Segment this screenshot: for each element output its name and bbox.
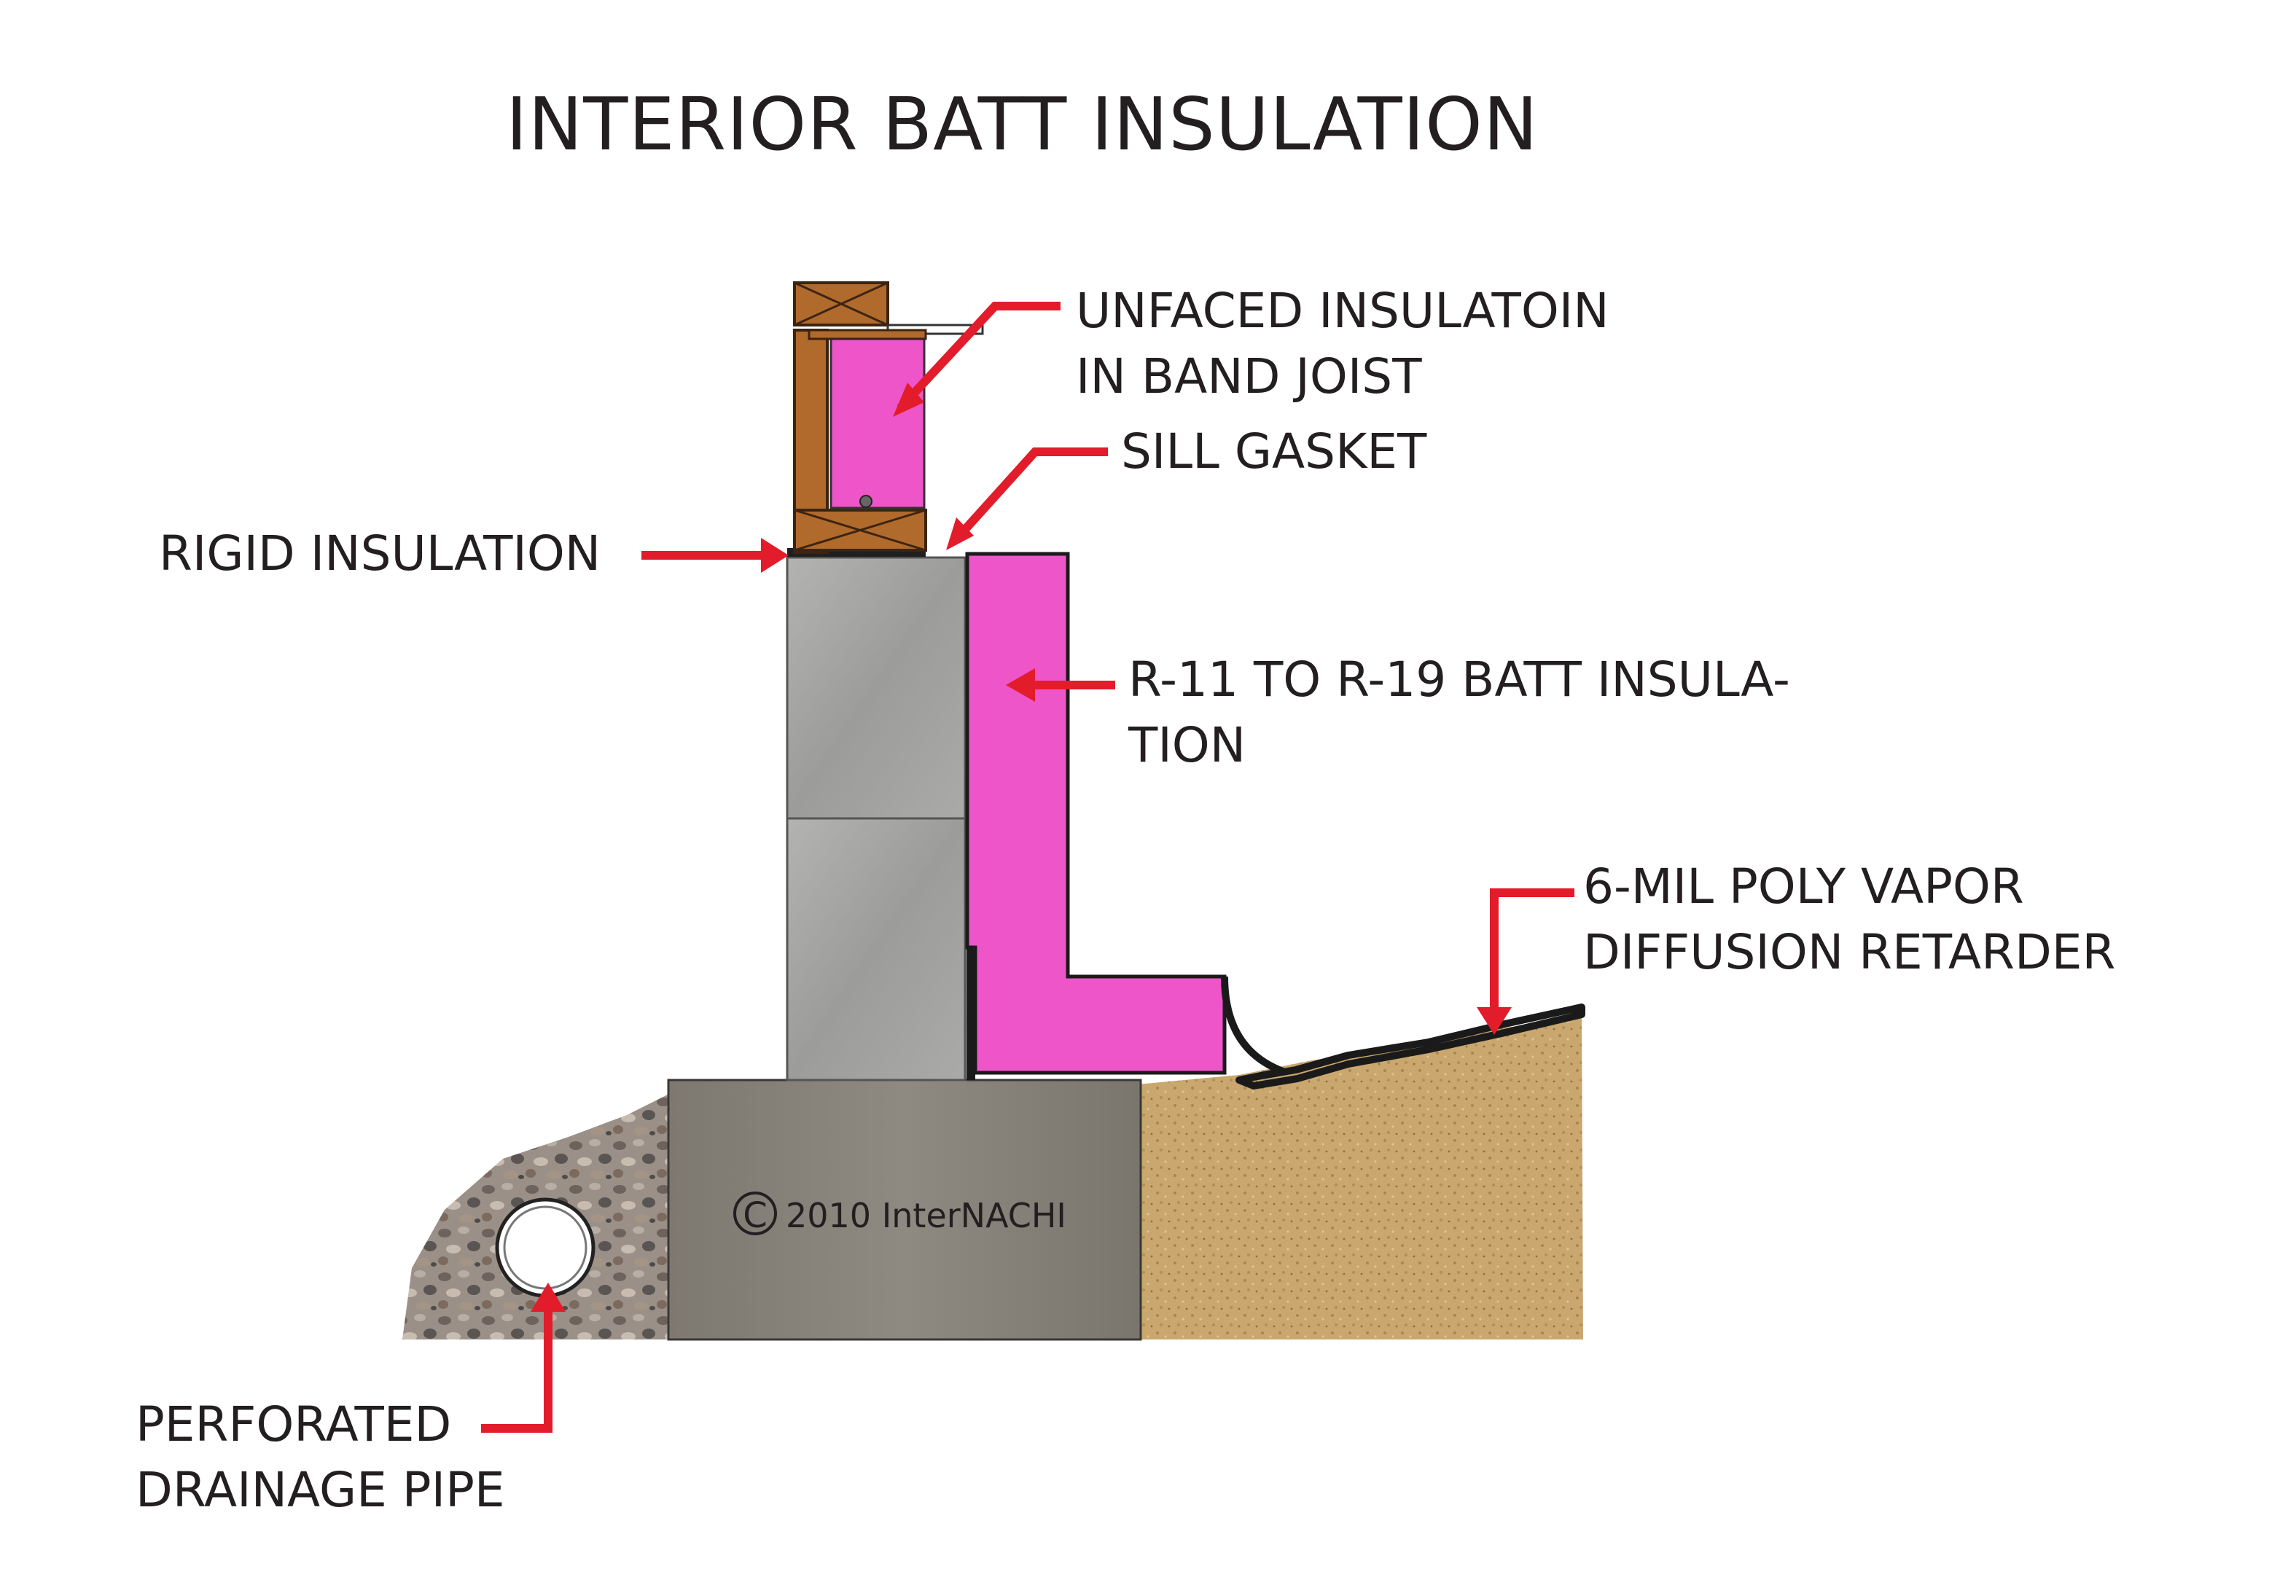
label-line: UNFACED INSULATOIN [1076, 283, 1609, 339]
label-batt-insulation: R-11 TO R-19 BATT INSULA- TION [1128, 647, 1790, 778]
label-sill-gasket: SILL GASKET [1121, 419, 1426, 485]
concrete-block-lower [786, 817, 967, 1081]
label-line: R-11 TO R-19 BATT INSULA- [1128, 652, 1790, 708]
soil [1137, 1013, 1583, 1339]
drain-arrowhead [531, 1283, 566, 1312]
drainage-pipe [495, 1197, 596, 1298]
sill-gasket-arrow [951, 447, 1108, 544]
label-line: DIFFUSION RETARDER [1583, 924, 2116, 980]
batt-insulation [965, 552, 1227, 1075]
label-line: IN BAND JOIST [1076, 348, 1422, 404]
vapor-arrow [1490, 888, 1574, 1020]
diagram-title: INTERIOR BATT INSULATION [506, 82, 1539, 167]
copyright-text: 2010 InterNACHI [786, 1196, 1066, 1235]
label-unfaced-insulation: UNFACED INSULATOIN IN BAND JOIST [1076, 278, 1609, 410]
label-vapor-retarder: 6-MIL POLY VAPOR DIFFUSION RETARDER [1583, 854, 2115, 985]
unfaced-arrowhead [893, 383, 924, 417]
concrete-block-upper [786, 556, 967, 820]
label-drainage-pipe: PERFORATED DRAINAGE PIPE [136, 1392, 505, 1523]
arrows [481, 302, 1574, 1433]
sill-gasket-arrowhead [946, 517, 974, 550]
label-rigid-insulation: RIGID INSULATION [159, 521, 601, 587]
batt-arrowhead [1006, 668, 1035, 702]
vapor-retarder [1221, 976, 1585, 1090]
copyright-symbol: C [743, 1195, 768, 1236]
label-line: PERFORATED [136, 1396, 452, 1452]
arrowheads [531, 383, 1512, 1312]
unfaced-arrow [897, 302, 1061, 412]
top-plate-x [794, 281, 889, 326]
band-insulation [829, 337, 926, 509]
label-line: TION [1128, 717, 1246, 773]
drain-arrow [481, 1297, 552, 1433]
label-line: SILL GASKET [1121, 423, 1427, 480]
anchor-bolt-icon [859, 495, 872, 508]
rigid-arrowhead [761, 538, 789, 573]
copyright-icon [733, 1192, 777, 1235]
label-line: 6-MIL POLY VAPOR [1583, 858, 2024, 915]
floor-joist-side [808, 329, 927, 340]
label-line: RIGID INSULATION [159, 525, 601, 582]
label-line: DRAINAGE PIPE [136, 1462, 505, 1518]
vapor-arrowhead [1477, 1007, 1512, 1035]
concrete-footing [667, 1079, 1142, 1341]
wall-vapor-film [967, 947, 975, 1080]
sill-plate-x [794, 509, 926, 552]
